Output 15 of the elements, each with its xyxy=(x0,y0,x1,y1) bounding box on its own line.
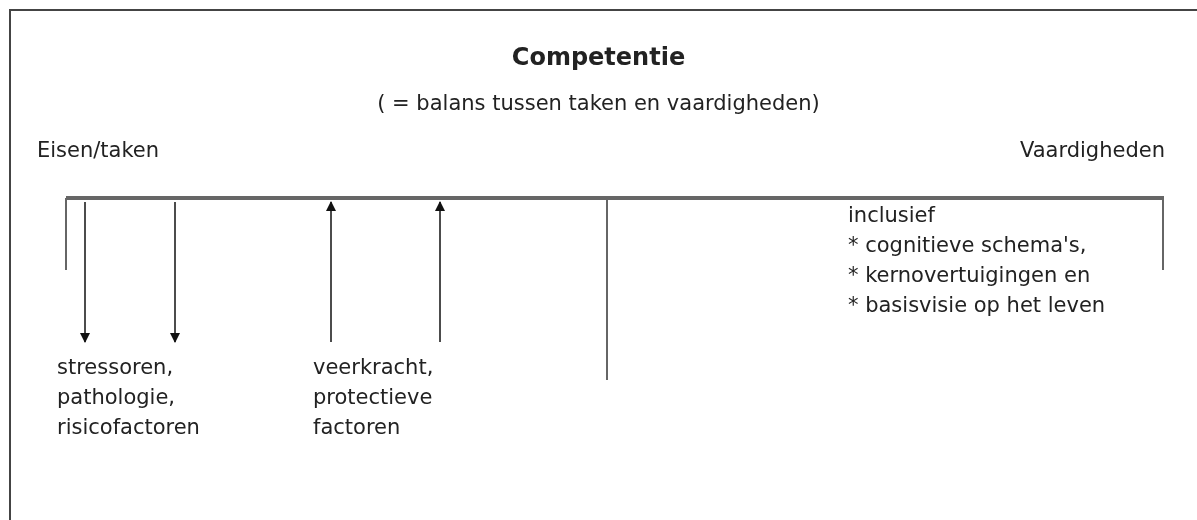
list-heading: inclusief xyxy=(848,202,935,229)
balance-beam xyxy=(66,196,1164,200)
list-item: * basisvisie op het leven xyxy=(848,292,1106,319)
arrow xyxy=(170,201,180,343)
factor-text: veerkracht, protectieve factoren xyxy=(313,352,463,442)
subtitle: ( = balans tussen taken en vaardigheden) xyxy=(376,90,821,117)
list-item: * kernovertuigingen en xyxy=(848,262,1091,289)
factor-text: stressoren, pathologie, risicofactoren xyxy=(57,352,247,442)
arrow xyxy=(326,201,336,343)
title: Competentie xyxy=(510,42,687,72)
arrow xyxy=(80,201,90,343)
list-item: * cognitieve schema's, xyxy=(848,232,1087,259)
arrow xyxy=(435,201,445,343)
column-heading: Vaardigheden xyxy=(1019,137,1165,164)
column-heading: Eisen/taken xyxy=(37,137,160,164)
